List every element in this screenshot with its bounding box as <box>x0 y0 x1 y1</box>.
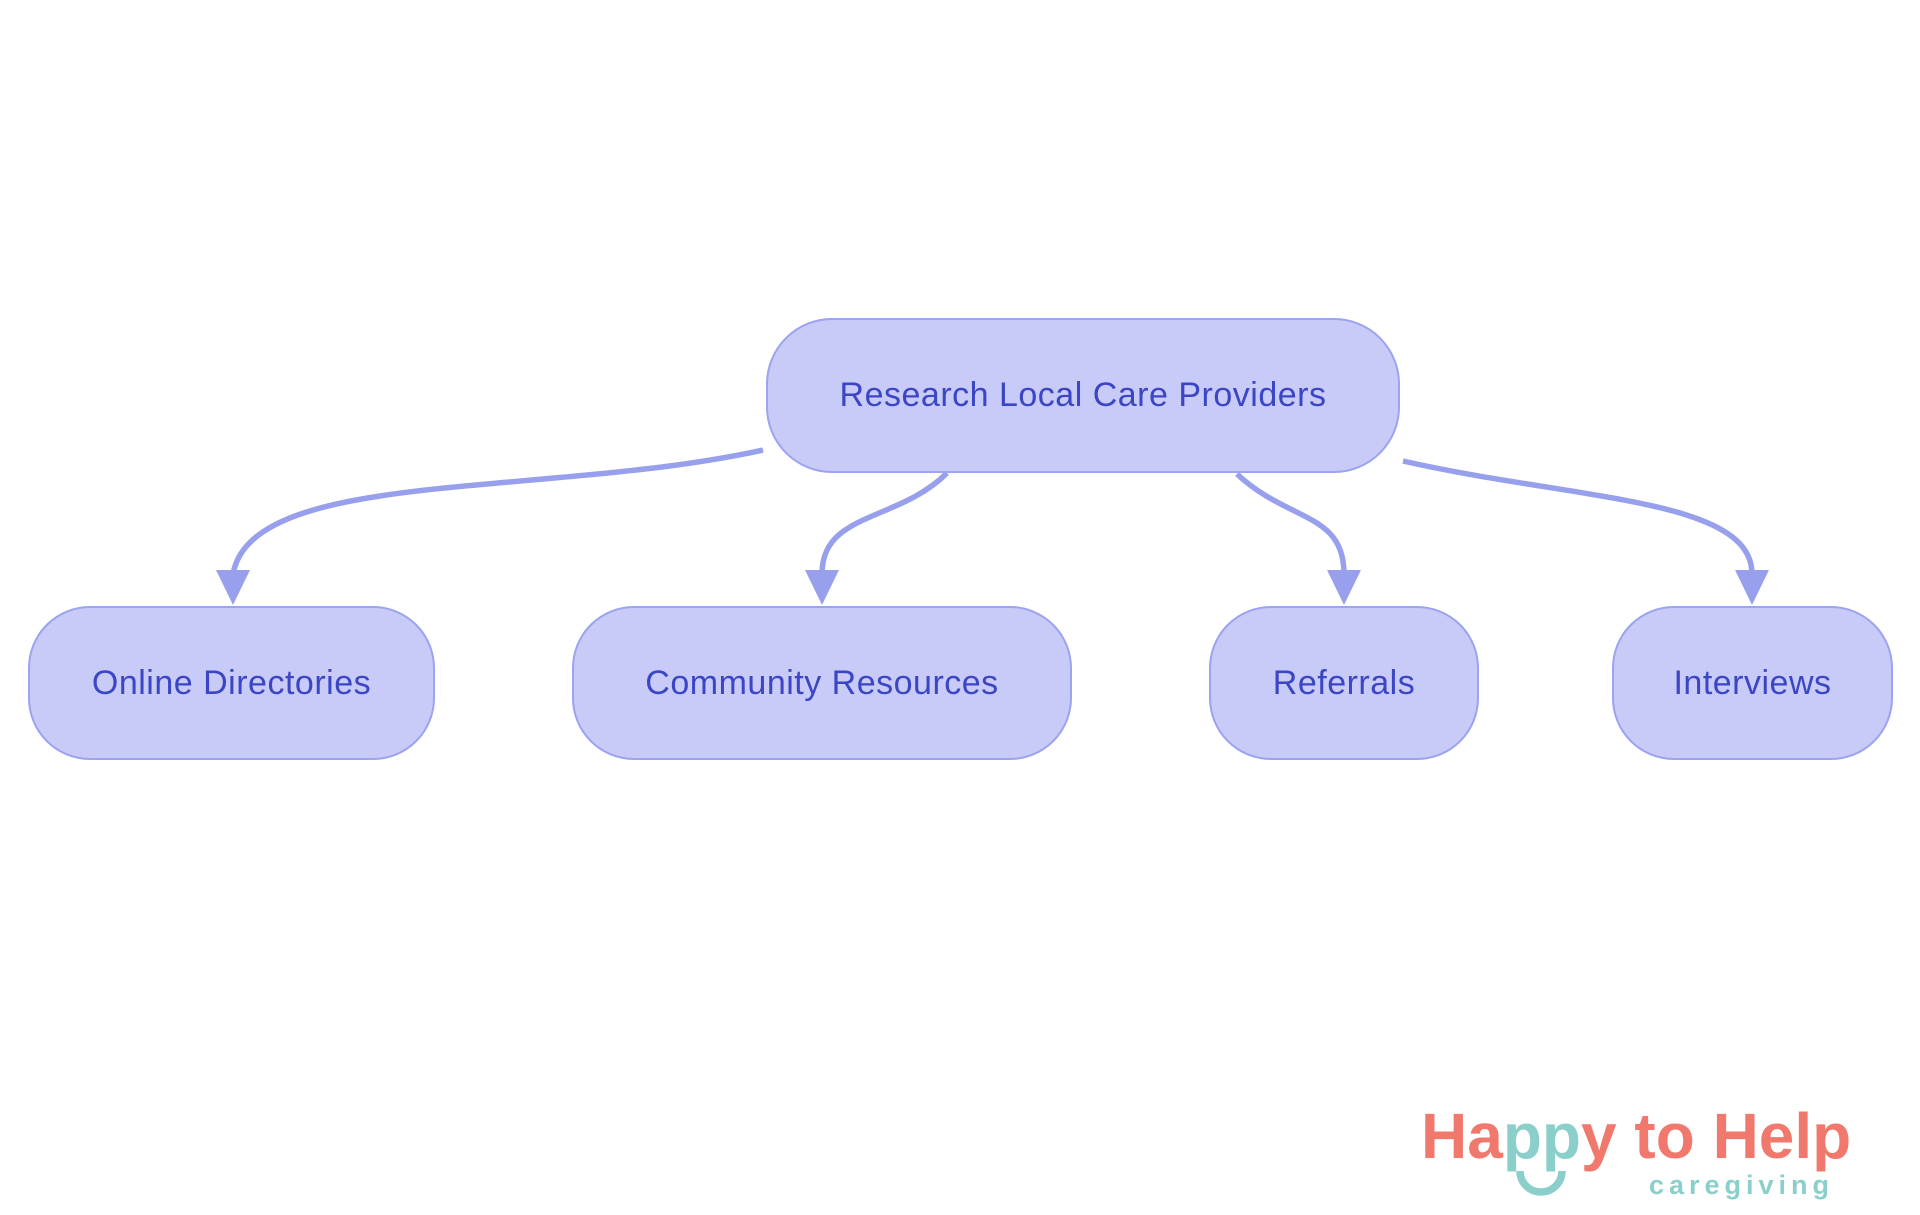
node-label: Interviews <box>1673 663 1832 702</box>
edge-research-to-referrals <box>1235 471 1347 575</box>
node-label: Online Directories <box>91 663 372 702</box>
arrowhead-referrals <box>1327 570 1361 605</box>
edge-research-to-community-resources <box>819 471 949 575</box>
logo-tagline: caregiving <box>1648 1170 1834 1200</box>
node-label: Research Local Care Providers <box>839 376 1327 414</box>
node-referrals: Referrals <box>1209 606 1479 760</box>
node-research-local-care-providers: Research Local Care Providers <box>766 318 1400 473</box>
node-label: Community Resources <box>645 663 999 702</box>
node-online-directories: Online Directories <box>28 606 435 760</box>
arrowhead-interviews <box>1735 570 1769 605</box>
node-community-resources: Community Resources <box>572 606 1072 760</box>
node-interviews: Interviews <box>1612 606 1893 760</box>
smile-icon <box>1516 1170 1566 1196</box>
node-label: Referrals <box>1272 663 1416 702</box>
arrowhead-online-directories <box>216 570 250 605</box>
arrowhead-community-resources <box>805 570 839 605</box>
logo-text-part3: y to Help <box>1581 1100 1852 1172</box>
edge-research-to-interviews <box>1402 458 1755 575</box>
logo-text-part1: Ha <box>1421 1100 1503 1172</box>
logo-text-part2: pp <box>1502 1100 1581 1172</box>
edge-research-to-online-directories <box>230 447 764 575</box>
logo-wordmark: Happy to Help <box>1421 1104 1886 1168</box>
logo-happy-to-help: Happy to Help caregiving <box>1421 1104 1886 1209</box>
